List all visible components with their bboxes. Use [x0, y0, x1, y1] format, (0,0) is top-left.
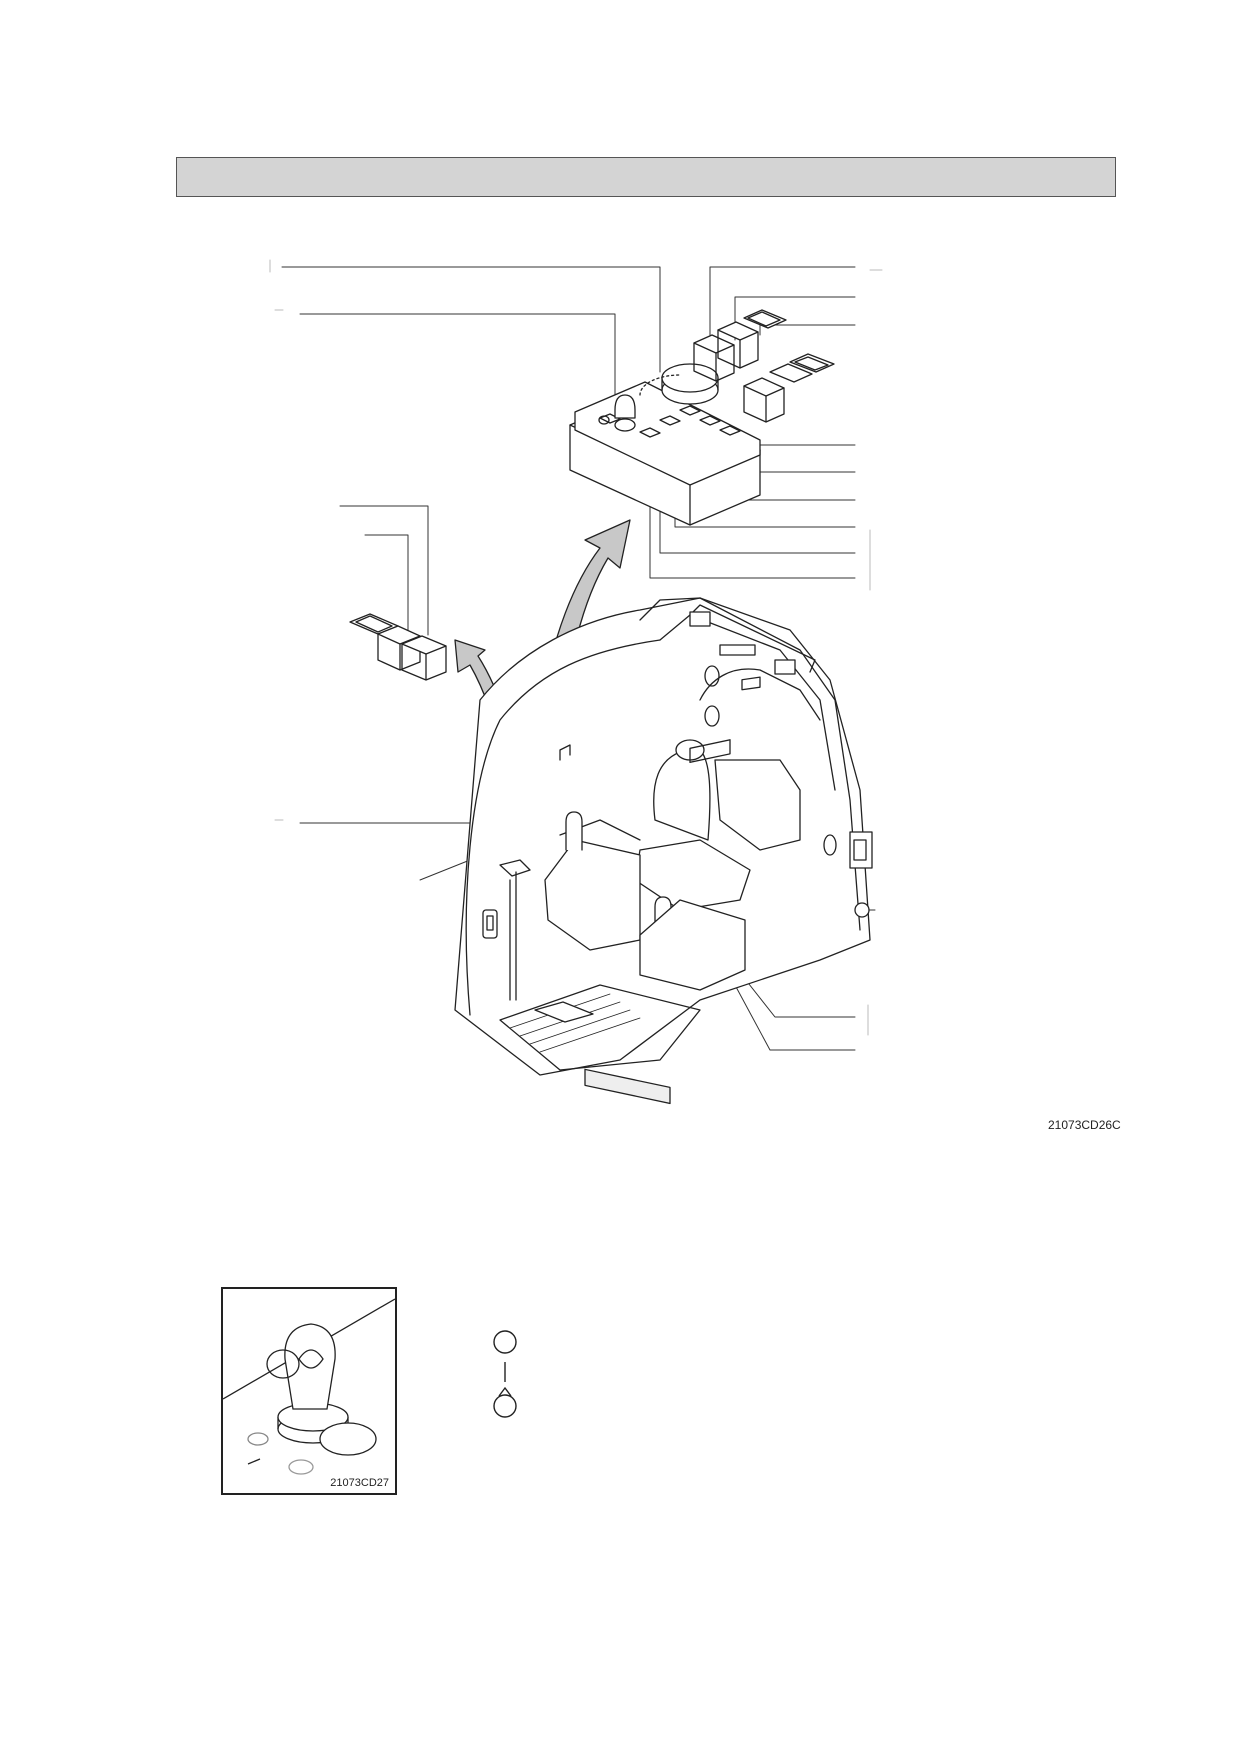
- faint-callout-marks: [269, 259, 883, 1036]
- switch-panel-illustration: [569, 363, 761, 732]
- circle-icon: [493, 1330, 517, 1354]
- start-symbol-icon: [493, 1386, 517, 1418]
- key-switch-illustration: [223, 1298, 395, 1475]
- right-switch-cluster: [693, 309, 835, 423]
- main-figure-code: 21073CD26C: [1048, 1118, 1121, 1132]
- left-switch-cluster: [349, 613, 447, 681]
- cab-layout-figure: [269, 259, 883, 1105]
- key-position-symbols: [490, 1330, 520, 1425]
- inset-figure-code: 21073CD27: [330, 1477, 389, 1489]
- cab-illustration: [454, 597, 873, 1105]
- section-header-bar: [176, 157, 1116, 197]
- key-switch-inset: 21073CD27: [221, 1287, 397, 1495]
